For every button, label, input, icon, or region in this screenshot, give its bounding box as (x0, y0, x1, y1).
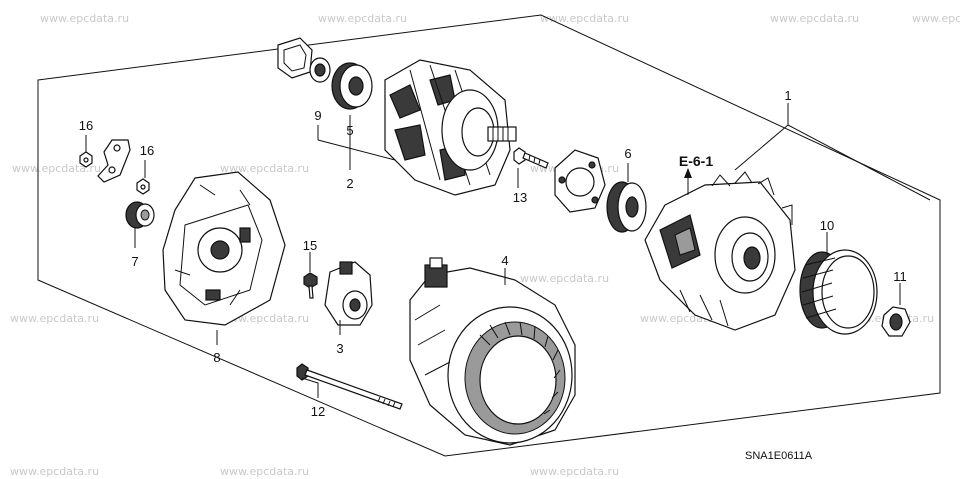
part-11-nut (881, 306, 911, 337)
callout-11: 11 (893, 269, 907, 284)
callout-5: 5 (346, 123, 353, 138)
watermark: www.epcdata.ru (10, 465, 99, 478)
callout-6: 6 (624, 146, 631, 161)
assembly-boundary (37, 14, 941, 457)
part-9-gasket (277, 37, 313, 79)
leader-lines (85, 103, 931, 398)
callout-12: 12 (311, 404, 325, 419)
watermark: www.epcdata.ru (530, 465, 619, 478)
watermark: www.epcdata.ru (318, 12, 407, 25)
part-15-screw (303, 272, 318, 299)
part-10-pulley (799, 249, 878, 335)
callout-15: 15 (303, 238, 317, 253)
callout-7: 7 (131, 254, 138, 269)
callout-8: 8 (213, 350, 220, 365)
callout-10: 10 (820, 218, 834, 233)
part-16-bracket (97, 139, 131, 183)
part-9-seal (309, 57, 331, 83)
part-7-insulator (125, 201, 155, 229)
reference-e-6-1[interactable]: E-6-1 (679, 153, 713, 169)
callout-4: 4 (501, 253, 508, 268)
callout-16-a: 16 (79, 118, 93, 133)
watermark: www.epcdata.ru (12, 162, 101, 175)
part-12-through-bolt (296, 363, 403, 410)
callout-9: 9 (314, 108, 321, 123)
callout-3: 3 (336, 341, 343, 356)
bearing-retainer-plate (554, 149, 606, 213)
part-4-stator (409, 257, 576, 446)
watermark: www.epcdata.ru (770, 12, 859, 25)
part-8-rear-cover (162, 171, 286, 326)
callout-1: 1 (784, 88, 791, 103)
part-2-rotor (384, 59, 517, 196)
part-16-nut-a (79, 151, 93, 168)
part-1-front-housing (644, 171, 796, 331)
callout-13: 13 (513, 190, 527, 205)
watermark: www.epcdata.ru (540, 12, 629, 25)
callout-2: 2 (346, 176, 353, 191)
watermark: www.epcdata.ru (10, 312, 99, 325)
part-6-bearing (606, 181, 647, 233)
diagram-code: SNA1E0611A (745, 450, 813, 462)
watermark: www.epcdata.ru (520, 272, 609, 285)
part-16-nut-b (136, 178, 150, 195)
part-5-bearing (331, 62, 373, 110)
watermark: www.epcdata.ru (220, 465, 309, 478)
callout-16-b: 16 (140, 143, 154, 158)
watermark: www.epcdata.ru (220, 162, 309, 175)
watermark: www.epc (912, 12, 960, 25)
watermark: www.epcdata.ru (40, 12, 129, 25)
part-13-bolt (513, 147, 549, 169)
part-3-brush-holder (324, 261, 373, 326)
